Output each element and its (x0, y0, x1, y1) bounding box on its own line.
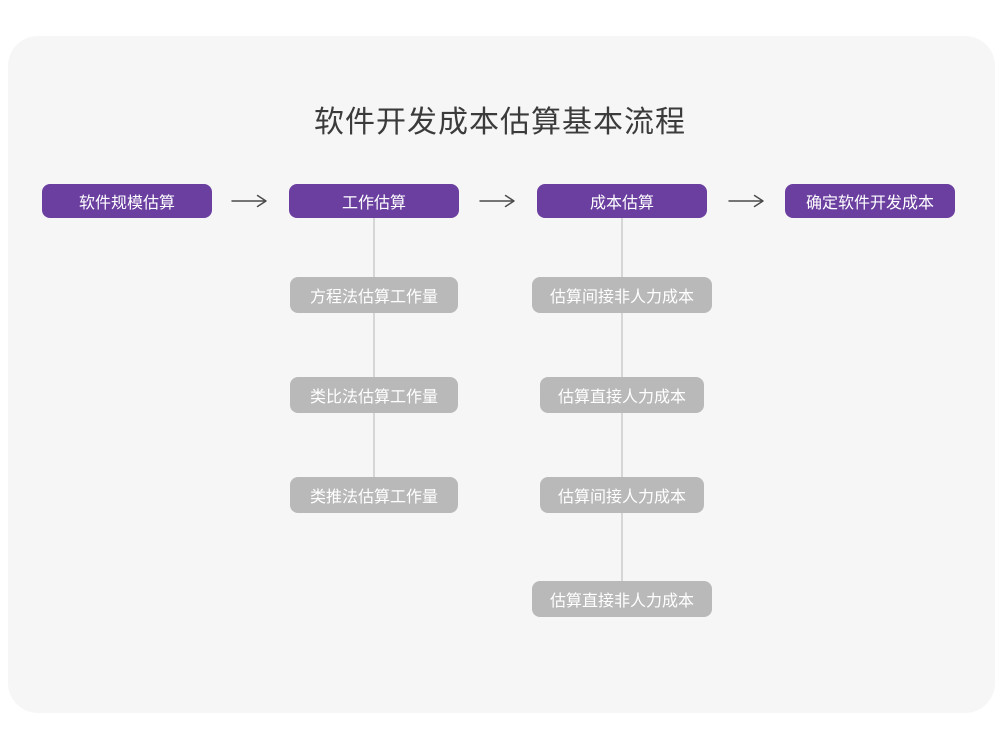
child-box-indirect-labor-cost: 估算间接人力成本 (540, 477, 704, 513)
stage-box-determine-dev-cost: 确定软件开发成本 (785, 184, 955, 218)
child-box-equation-method-workload: 方程法估算工作量 (290, 277, 458, 313)
stage-box-software-scale-estimation: 软件规模估算 (42, 184, 212, 218)
child-box-direct-non-labor-cost: 估算直接非人力成本 (532, 581, 712, 617)
child-box-direct-labor-cost: 估算直接人力成本 (540, 377, 704, 413)
stage-box-cost-estimation: 成本估算 (537, 184, 707, 218)
right-arrow-icon (479, 194, 517, 208)
child-box-analogy-method-workload: 类比法估算工作量 (290, 377, 458, 413)
page-title: 软件开发成本估算基本流程 (314, 106, 686, 139)
right-arrow-icon (728, 194, 766, 208)
stage-box-work-estimation: 工作估算 (289, 184, 459, 218)
right-arrow-icon (231, 194, 269, 208)
connector-line-work-estimation (373, 218, 375, 500)
child-box-extrapolation-method-workload: 类推法估算工作量 (290, 477, 458, 513)
child-box-indirect-non-labor-cost: 估算间接非人力成本 (532, 277, 712, 313)
flowchart-card (8, 36, 995, 713)
